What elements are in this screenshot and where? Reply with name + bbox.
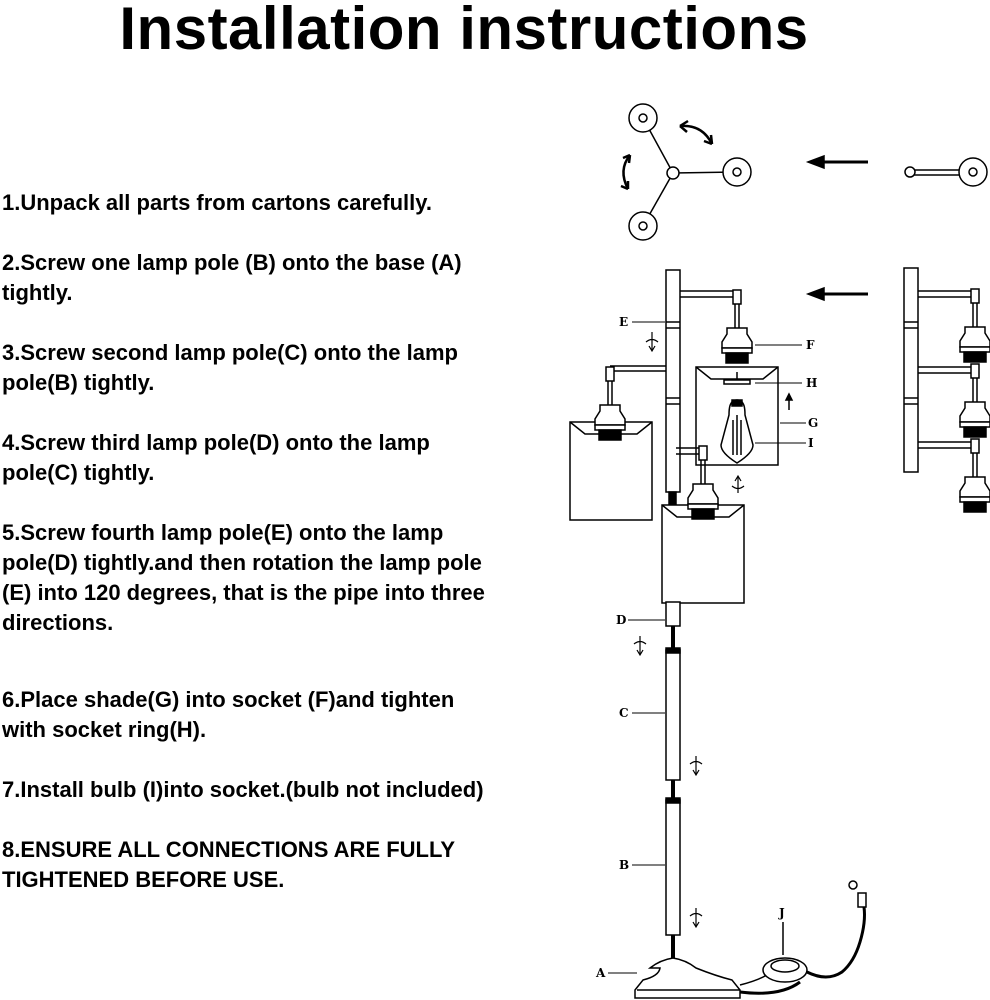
- step-line: with socket ring(H).: [2, 717, 207, 742]
- step-3: 3.Screw second lamp pole(C) onto the lam…: [2, 338, 458, 398]
- label-f: F: [806, 338, 815, 352]
- step-7: 7.Install bulb (I)into socket.(bulb not …: [2, 775, 484, 805]
- label-a: A: [595, 966, 606, 980]
- page-title: Installation instructions: [119, 0, 809, 62]
- label-b: B: [619, 858, 629, 872]
- step-1: 1.Unpack all parts from cartons carefull…: [2, 188, 432, 218]
- label-g: G: [808, 416, 818, 430]
- step-5: 5.Screw fourth lamp pole(E) onto the lam…: [2, 518, 485, 638]
- label-c: C: [619, 706, 629, 720]
- arrow-left-icon: [805, 154, 868, 170]
- label-d: D: [616, 613, 626, 627]
- step-2: 2.Screw one lamp pole (B) onto the base …: [2, 248, 462, 308]
- step-4: 4.Screw third lamp pole(D) onto the lamp…: [2, 428, 430, 488]
- step-line: (E) into 120 degrees, that is the pipe i…: [2, 580, 485, 605]
- step-6: 6.Place shade(G) into socket (F)and tigh…: [2, 685, 454, 745]
- rotate-arrow-icon: [633, 332, 745, 929]
- step-line: 5.Screw fourth lamp pole(E) onto the lam…: [2, 520, 444, 545]
- step-line: pole(B) tightly.: [2, 370, 155, 395]
- step-line: directions.: [2, 610, 114, 635]
- step-line: TIGHTENED BEFORE USE.: [2, 867, 285, 892]
- lamp-assembly: [569, 269, 867, 999]
- step-line: pole(D) tightly.and then rotation the la…: [2, 550, 482, 575]
- step-line: 6.Place shade(G) into socket (F)and tigh…: [2, 687, 455, 712]
- label-j: J: [778, 906, 785, 920]
- step-line: 7.Install bulb (I)into socket.(bulb not …: [2, 777, 484, 802]
- rotate-arrow-icon: [620, 119, 714, 191]
- label-h: H: [806, 376, 817, 390]
- step-line: 3.Screw second lamp pole(C) onto the lam…: [2, 340, 458, 365]
- step-line: 8.ENSURE ALL CONNECTIONS ARE FULLY: [2, 837, 456, 862]
- step-line: 4.Screw third lamp pole(D) onto the lamp: [2, 430, 430, 455]
- exploded-pole-e: [903, 267, 990, 513]
- leader-lines: [608, 321, 806, 974]
- step-line: 2.Screw one lamp pole (B) onto the base …: [2, 250, 462, 275]
- three-arm-hub: [628, 103, 752, 241]
- arrow-left-icon: [805, 286, 868, 302]
- label-i: I: [808, 436, 814, 450]
- step-line: tightly.: [2, 280, 73, 305]
- step-8: 8.ENSURE ALL CONNECTIONS ARE FULLY TIGHT…: [2, 835, 455, 895]
- step-line: 1.Unpack all parts from cartons carefull…: [2, 190, 432, 215]
- single-arm: [904, 157, 988, 187]
- step-line: pole(C) tightly.: [2, 460, 155, 485]
- label-e: E: [619, 315, 628, 329]
